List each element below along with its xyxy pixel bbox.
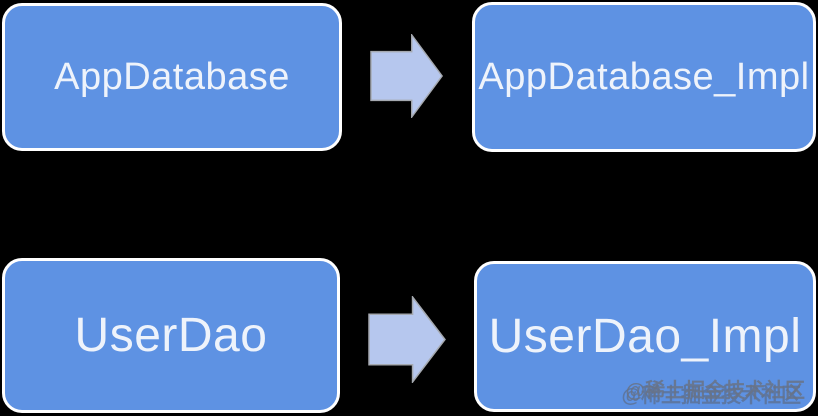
node-userdao: UserDao: [2, 258, 340, 413]
node-userdao-impl-label: UserDao_Impl: [488, 310, 802, 363]
node-userdao-impl: UserDao_Impl @稀土掘金技术社区: [474, 261, 816, 412]
block-arrow-right-icon: [368, 296, 446, 383]
watermark-text: @稀土掘金技术社区: [625, 380, 805, 402]
node-userdao-label: UserDao: [74, 309, 268, 362]
node-appdatabase-label: AppDatabase: [54, 55, 290, 98]
block-arrow-right-shape: [368, 296, 446, 383]
node-appdatabase-impl-label: AppDatabase_Impl: [478, 55, 810, 98]
block-arrow-right-shape: [370, 34, 443, 118]
block-arrow-right-icon: [370, 34, 443, 118]
node-appdatabase: AppDatabase: [2, 3, 342, 151]
node-appdatabase-impl: AppDatabase_Impl: [472, 2, 816, 152]
